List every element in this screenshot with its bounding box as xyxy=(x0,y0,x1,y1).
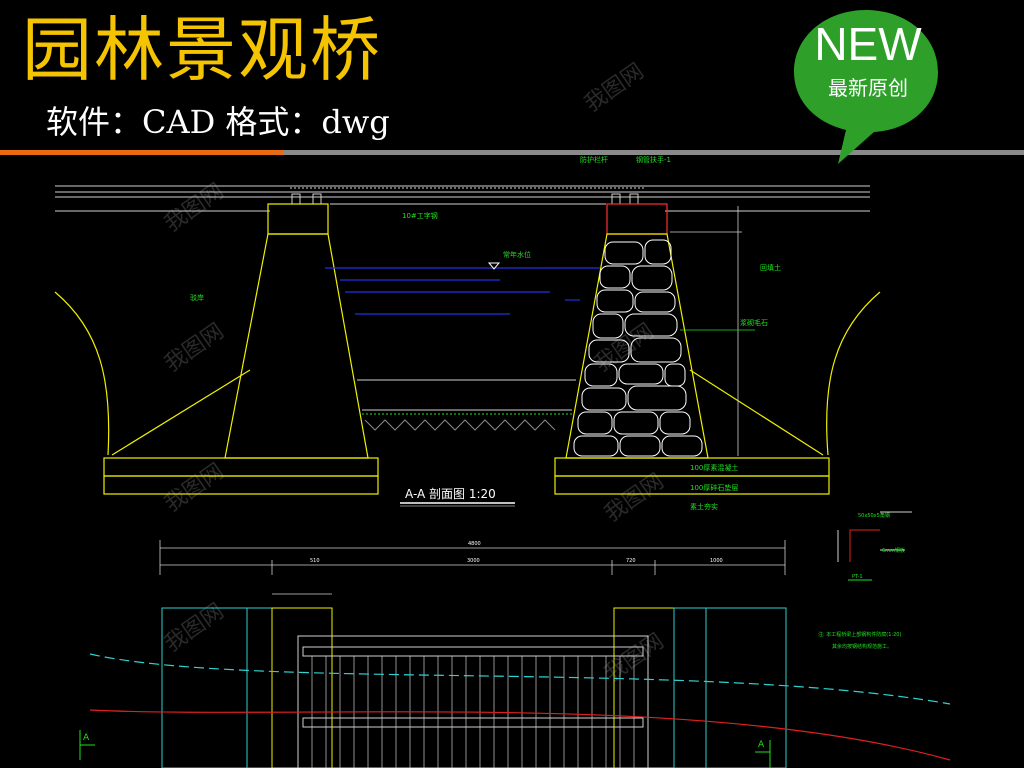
label-side: 驳岸 xyxy=(190,294,204,302)
plan-dimensions xyxy=(159,540,786,595)
stone-masonry xyxy=(573,239,703,457)
page-title: 园林景观桥 xyxy=(22,9,382,91)
dimension-right xyxy=(670,206,755,456)
label-wall: 回填土 xyxy=(760,263,781,272)
detail-tag: PT-1 xyxy=(852,574,863,580)
label-layer1: 100厚素混凝土 xyxy=(690,463,738,472)
accent-rule xyxy=(0,150,283,155)
svg-text:1000: 1000 xyxy=(710,558,723,564)
label-layer2: 100厚碎石垫层 xyxy=(690,483,738,492)
badge-label: NEW xyxy=(814,18,922,70)
bridge-deck xyxy=(55,185,870,212)
new-badge xyxy=(794,10,938,164)
svg-text:720: 720 xyxy=(626,558,636,564)
plan-view xyxy=(161,607,787,768)
bank-line-cyan xyxy=(89,653,951,705)
badge-sublabel: 最新原创 xyxy=(828,76,908,100)
label-layer3: 素土夯实 xyxy=(690,502,718,511)
water-lines xyxy=(325,267,600,315)
detail-pt1 xyxy=(837,511,912,581)
svg-text:3000: 3000 xyxy=(467,558,480,564)
label-stone: 浆砌毛石 xyxy=(740,318,768,327)
left-abutment xyxy=(54,203,379,495)
divider-rule xyxy=(283,150,1024,155)
detail-label-2: 6mm钢板 xyxy=(882,547,905,554)
label-water: 常年水位 xyxy=(503,250,531,259)
cad-labels: 防护栏杆 钢管扶手-1 10#工字钢 常年水位 回填土 浆砌毛石 驳岸 100厚… xyxy=(190,155,781,511)
svg-text:4800: 4800 xyxy=(468,541,481,547)
plan-dimension-text: 4800 510 3000 720 1000 xyxy=(310,541,723,564)
detail-label-1: 50x50x5角钢 xyxy=(858,512,890,519)
water-level-marker xyxy=(487,262,501,270)
right-abutment xyxy=(554,203,881,495)
bank-line-red xyxy=(89,709,951,761)
marker-a-right: A xyxy=(758,740,765,750)
section-title: A-A 剖面图 1:20 xyxy=(405,487,496,501)
plan-note-1: 注: 本工程桥梁上部钢构件防腐(1:20) xyxy=(818,631,901,638)
svg-text:510: 510 xyxy=(310,558,320,564)
plan-note-2: 其余均按钢结构规范施工。 xyxy=(832,643,892,650)
marker-a-left: A xyxy=(83,733,90,743)
label-beam: 10#工字钢 xyxy=(402,211,438,220)
section-marker xyxy=(79,730,771,768)
label-rail-right: 钢管扶手-1 xyxy=(636,155,671,164)
label-rail-left: 防护栏杆 xyxy=(580,155,608,164)
channel-bed xyxy=(357,379,576,431)
page-subtitle: 软件：CAD 格式：dwg xyxy=(46,103,390,141)
